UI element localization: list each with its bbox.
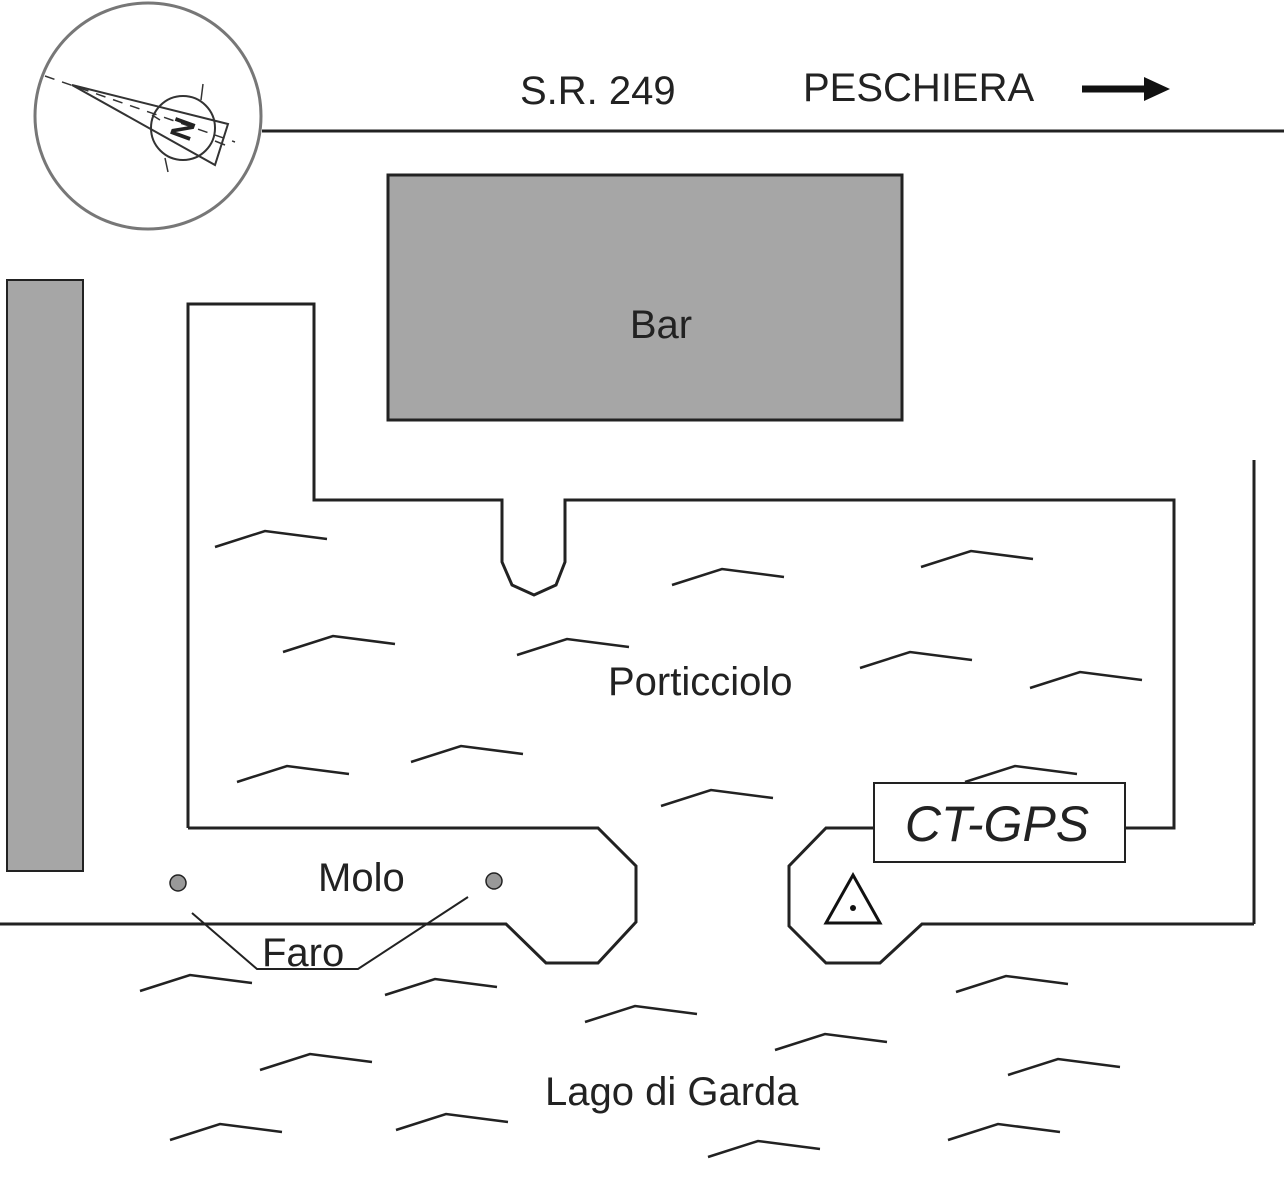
left-building (6, 279, 84, 872)
bar-label: Bar (630, 303, 692, 347)
wave-mark (1029, 670, 1143, 690)
triangle-dot-icon (823, 871, 883, 925)
station-label-box (873, 782, 1126, 863)
wave-mark (774, 1032, 888, 1052)
wave-mark (516, 637, 630, 657)
lake-label: Lago di Garda (545, 1070, 799, 1114)
lighthouse-label: Faro (262, 931, 344, 975)
wave-mark (282, 634, 396, 654)
wave-mark (859, 650, 973, 670)
wave-mark (920, 549, 1034, 569)
wave-mark (671, 567, 785, 587)
wave-mark (964, 764, 1078, 784)
direction-label: PESCHIERA (803, 66, 1034, 110)
harbor-outline (186, 302, 1176, 830)
lighthouse-marker-right (485, 872, 503, 890)
station-label: CT-GPS (905, 796, 1089, 852)
pier-outline (0, 826, 638, 965)
wave-mark (259, 1052, 373, 1072)
road-label: S.R. 249 (520, 69, 676, 113)
lighthouse-marker-left (169, 874, 187, 892)
wave-mark (139, 973, 253, 993)
water-waves (139, 529, 1143, 1159)
wave-mark (395, 1112, 509, 1132)
wave-mark (660, 788, 774, 808)
arrow-right-icon (1082, 77, 1170, 101)
wave-mark (955, 974, 1069, 994)
wave-mark (214, 529, 328, 549)
wave-mark (947, 1122, 1061, 1142)
breakwater-outline (787, 826, 1174, 965)
wave-mark (410, 744, 524, 764)
wave-mark (169, 1122, 283, 1142)
lighthouse-leader (191, 896, 469, 970)
wave-mark (384, 977, 498, 997)
harbor-label: Porticciolo (608, 660, 793, 704)
pier-label: Molo (318, 856, 405, 900)
bar-building (386, 173, 904, 422)
wave-mark (1007, 1057, 1121, 1077)
wave-mark (584, 1004, 698, 1024)
compass-icon: N (33, 1, 263, 231)
wave-mark (236, 764, 350, 784)
wave-mark (707, 1139, 821, 1159)
